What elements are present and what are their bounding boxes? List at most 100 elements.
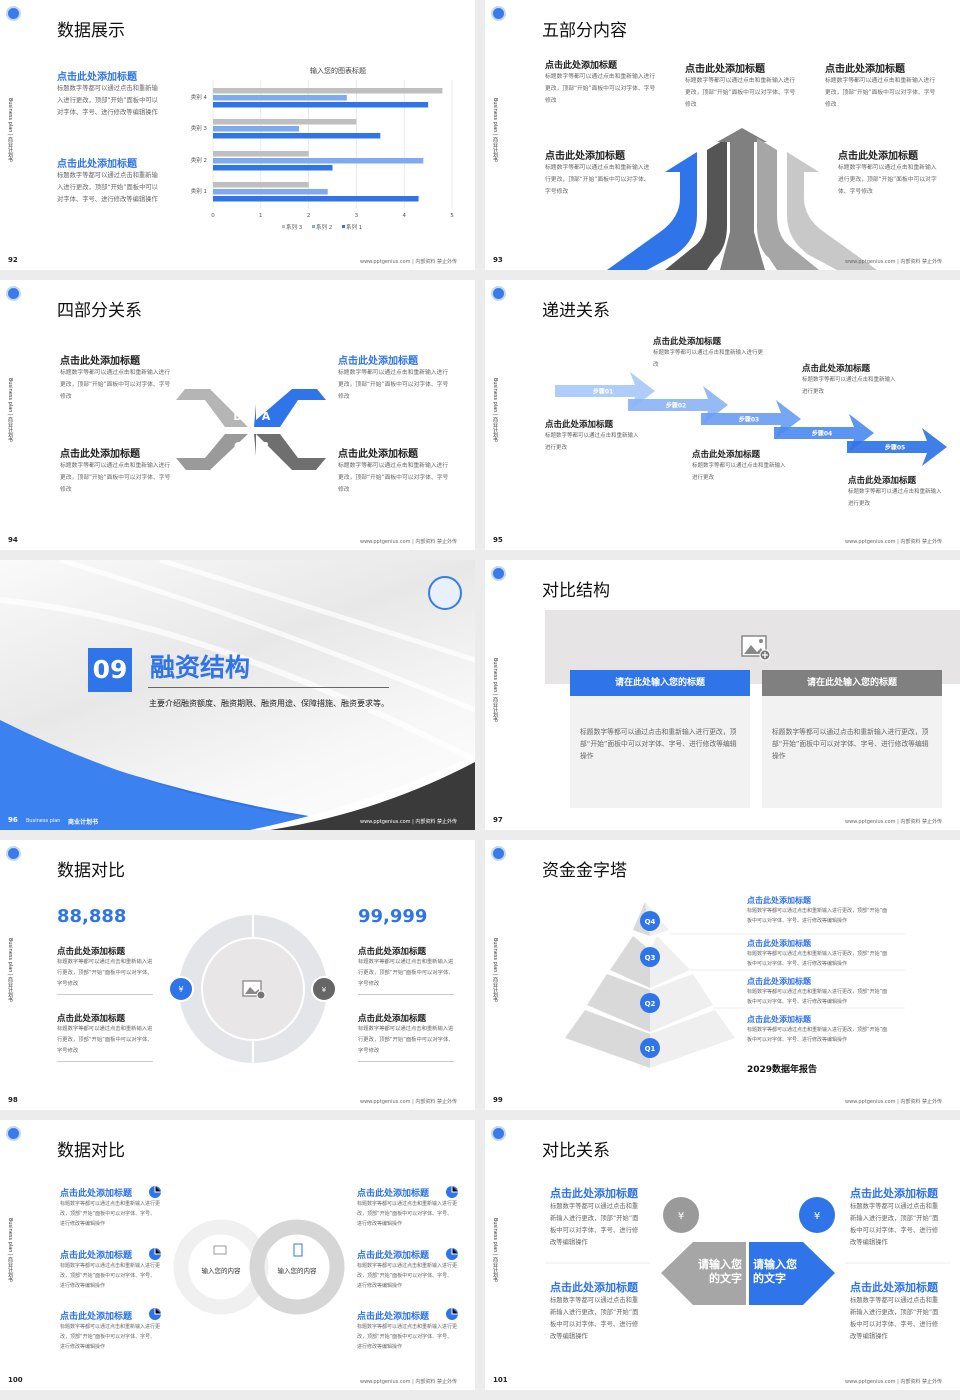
logo-icon — [491, 566, 506, 581]
quarter-q2: Q2 — [645, 1000, 656, 1008]
card-body: 标题数字等都可以通过点击和重新输入进行更改，顶部“开始”面板中可以对字体、字号、… — [762, 696, 942, 808]
side-label: Business plan | 商业计划书 — [492, 938, 498, 1003]
slide-title: 对比关系 — [542, 1141, 610, 1161]
footer-text: www.pptgenius.com | 内部资料 禁止外传 — [844, 1099, 942, 1105]
legend-swatch — [342, 225, 345, 228]
quarter-q1: Q1 — [645, 1045, 656, 1053]
arrow-blue — [607, 152, 697, 270]
text-block: 点击此处添加标题标题数字等都可以通过点击和重新输入进行更改，顶部“开始”面板中可… — [550, 1281, 639, 1340]
tick-label: 3 — [355, 213, 359, 219]
card-body: 标题数字等都可以通过点击和重新输入进行更改，顶部“开始”面板中可以对字体、字号、… — [570, 696, 750, 808]
text-block: 点击此处添加标题标题数字等都可以通过点击和重新输入进行更改，顶部“开始”面板中可… — [747, 1015, 888, 1043]
footer-text: www.pptgenius.com | 内部资料 禁止外传 — [359, 259, 457, 265]
logo-icon — [6, 1126, 21, 1141]
side-label: Business plan | 商业计划书 — [7, 378, 13, 443]
svg-text:¥: ¥ — [322, 986, 327, 994]
side-label: Business plan | 商业计划书 — [492, 98, 498, 163]
tick-label: 2 — [307, 213, 311, 219]
category-label: 类别 3 — [191, 124, 208, 132]
text-block: 点击此处添加标题标题数字等都可以通过点击和重新输入进行更改，顶部“开始”面板中可… — [60, 449, 171, 493]
footer-text: www.pptgenius.com | 内部资料 禁止外传 — [359, 539, 457, 545]
slide-100[interactable]: Business plan | 商业计划书 数据对比 输入您的内容 输入您的内容… — [0, 1120, 475, 1390]
text-block: 点击此处添加标题标题数字等都可以通过点击和重新输入进行更改，顶部“开始”面板中可… — [685, 64, 796, 108]
bar — [213, 88, 443, 94]
side-label: Business plan | 商业计划书 — [492, 1218, 498, 1283]
chart-title: 输入您的图表标题 — [310, 66, 366, 75]
text-block: 点击此处添加标题标题数字等都可以通过点击和重新输入进行更改，顶部“开始”面板中可… — [747, 977, 888, 1005]
footer-text: www.pptgenius.com | 内部资料 禁止外传 — [844, 1379, 942, 1385]
slide-93[interactable]: Business plan | 商业计划书 五部分内容 点击此处添加标题标题数字… — [485, 0, 960, 270]
text-block: 点击此处添加标题标题数字等都可以通过点击和重新输入进行更改，顶部“开始”面板中可… — [747, 896, 888, 924]
slide-title: 四部分关系 — [57, 301, 142, 321]
legend-label: 系列 1 — [346, 223, 362, 231]
bar — [213, 133, 381, 139]
text-block: 点击此处添加标题标题数字等都可以通过点击和重新输入进行更改，顶部“开始”面板中可… — [545, 61, 656, 104]
text-block: 点击此处添加标题标题数字等都可以通过点击和重新输入进行更改，顶部“开始”面板中可… — [838, 151, 937, 195]
svg-text:¥: ¥ — [678, 1211, 684, 1222]
money-hand-icon — [799, 1197, 835, 1233]
svg-text:¥: ¥ — [814, 1211, 820, 1222]
slide-92[interactable]: Business plan | 商业计划书 数据展示 点击此处添加标题标题数字等… — [0, 0, 475, 270]
page-number: 96 — [8, 816, 18, 824]
legend-label: 系列 3 — [286, 223, 303, 231]
section-background — [0, 560, 475, 830]
card-header-blue: 请在此处输入您的标题 — [570, 670, 750, 696]
section-subtitle: 主要介绍融资额度、融资期限、融资用途、保障措施、融资要求等。 — [149, 699, 389, 708]
slide-96[interactable]: 09 融资结构 主要介绍融资额度、融资期限、融资用途、保障措施、融资要求等。 9… — [0, 560, 475, 830]
monitor-icon — [213, 1245, 227, 1255]
category-label: 类别 2 — [191, 156, 207, 164]
text-block: 点击此处添加标题标题数字等都可以通过点击和重新输入进行更改，顶部“开始”面板中可… — [60, 1312, 161, 1350]
logo-seal-icon — [428, 576, 462, 610]
text-block: 点击此处添加标题标题数字等都可以通过点击和重新输入进行更改，顶部“开始”面板中可… — [825, 64, 936, 108]
bar — [213, 119, 357, 125]
logo-icon — [491, 286, 506, 301]
slide-title: 数据对比 — [57, 1141, 125, 1161]
arrow-mid — [717, 128, 767, 270]
footer-text: www.pptgenius.com | 内部资料 禁止外传 — [359, 1099, 457, 1105]
text-block: 点击此处添加标题标题数字等都可以通过点击和重新输入进行更改，顶部“开始”面板中可… — [357, 1251, 458, 1289]
bar — [213, 189, 328, 195]
category-label: 类别 4 — [191, 93, 208, 101]
footer-text: www.pptgenius.com | 内部资料 禁止外传 — [844, 259, 942, 265]
text-block: 点击此处添加标题标题数字等都可以通过点击和重新输入进行更改，顶部“开始”面板中可… — [850, 1281, 939, 1340]
image-add-icon[interactable] — [485, 560, 960, 830]
shape-c — [176, 434, 248, 470]
svg-text:¥: ¥ — [178, 985, 183, 994]
bar — [213, 165, 333, 171]
money-bag-icon — [663, 1197, 699, 1233]
step-label: 步骤05 — [885, 444, 905, 452]
letter-a: A — [262, 410, 271, 423]
report-label: 2029数据年报告 — [747, 1065, 818, 1075]
text-block: 点击此处添加标题标题数字等都可以通过点击和重新输入进行更改，顶部“开始”面板中可… — [338, 449, 449, 493]
slide-101[interactable]: Business plan | 商业计划书 对比关系 ¥ ¥ 请输入您的文字 请… — [485, 1120, 960, 1390]
bar — [213, 151, 309, 157]
bar — [213, 182, 309, 188]
logo-icon — [6, 6, 21, 21]
text-block: 点击此处添加标题标题数字等都可以通过点击和重新输入进行更改，顶部“开始”面板中可… — [57, 1012, 153, 1062]
legend-label: 系列 2 — [316, 223, 332, 231]
quarter-q4: Q4 — [645, 918, 656, 926]
logo-icon — [491, 6, 506, 21]
text-block: 点击此处添加标题标题数字等都可以通过点击和重新输入进行更改，顶部“开始”面板中可… — [60, 1189, 161, 1227]
slide-97[interactable]: Business plan | 商业计划书 对比结构 请在此处输入您的标题 请在… — [485, 560, 960, 830]
arrow-light — [757, 138, 819, 270]
text-block: 点击此处添加标题标题数字等都可以通过点击和重新输入进行更改，顶部“开始”面板中可… — [747, 939, 888, 967]
page-number: 93 — [493, 256, 503, 264]
bar — [213, 196, 419, 202]
infinity-graphic: 输入您的内容 输入您的内容 — [149, 1186, 458, 1320]
bar — [213, 102, 429, 108]
slide-99[interactable]: Business plan | 商业计划书 资金金字塔 Q4 Q3 Q2 Q1 … — [485, 840, 960, 1110]
text-block: 点击此处添加标题标题数字等都可以通过点击和重新输入进行更改，顶部“开始”面板中可… — [57, 72, 158, 116]
text-block: 点击此处添加标题标题数字等都可以通过点击和重新输入进行更改 — [545, 420, 639, 451]
text-block: 点击此处添加标题标题数字等都可以通过点击和重新输入进行更改，顶部“开始”面板中可… — [545, 151, 650, 195]
legend-swatch — [312, 225, 315, 228]
footer-en: Business plan — [26, 818, 61, 824]
side-label: Business plan | 商业计划书 — [7, 98, 13, 163]
slide-98[interactable]: Business plan | 商业计划书 数据对比 88,888 99,999… — [0, 840, 475, 1110]
logo-icon — [491, 846, 506, 861]
letter-c: C — [234, 440, 242, 453]
slide-94[interactable]: Business plan | 商业计划书 四部分关系 A B C D 点击此处… — [0, 280, 475, 550]
